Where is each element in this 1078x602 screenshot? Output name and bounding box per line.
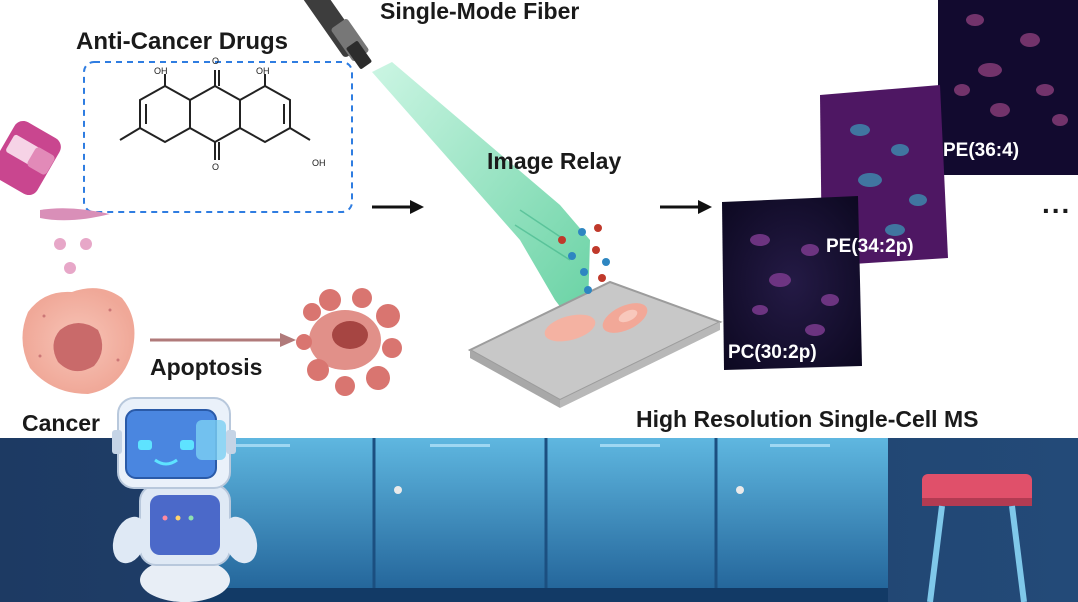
anthraquinone-structure: [119, 70, 311, 160]
molecule-oh-label: OH: [312, 158, 326, 168]
apoptosis-label: Apoptosis: [150, 354, 263, 380]
arrow-drugs-to-relay: [372, 200, 424, 214]
fiber-connector: [300, 0, 372, 69]
ms-panel-label: PE(36:4): [943, 140, 1020, 161]
ms-panel-label: PE(34:2p): [826, 236, 914, 257]
ms-panel-1: [722, 196, 862, 370]
ms-label: High Resolution Single-Cell MS: [636, 406, 979, 432]
cancer-cell: [22, 288, 135, 394]
ms-panel-label: PC(30:2p): [728, 342, 817, 363]
arrow-apoptosis: [150, 333, 296, 347]
ellipsis-label: ...: [1042, 188, 1072, 219]
stool-icon: [922, 474, 1032, 602]
molecule-o-label: O: [212, 56, 220, 66]
fiber-label: Single-Mode Fiber: [380, 0, 580, 24]
apoptotic-cell-fragments: [296, 288, 402, 396]
robot-mascot-icon: [112, 397, 258, 602]
molecule-oh-label: OH: [154, 66, 168, 76]
sample-slide: [467, 280, 723, 408]
relay-label: Image Relay: [487, 148, 622, 174]
laser-beam: [372, 62, 590, 330]
molecule-box: [83, 61, 353, 213]
cancer-label: Cancer: [22, 410, 100, 436]
molecule-o-label: O: [212, 162, 220, 172]
drug-bottle-icon: [0, 120, 110, 274]
drugs-label: Anti-Cancer Drugs: [76, 28, 289, 55]
arrow-relay-to-ms: [660, 200, 712, 214]
ms-panel-3: [938, 0, 1078, 175]
ion-particles: [558, 224, 610, 294]
molecule-oh-label: OH: [256, 66, 270, 76]
